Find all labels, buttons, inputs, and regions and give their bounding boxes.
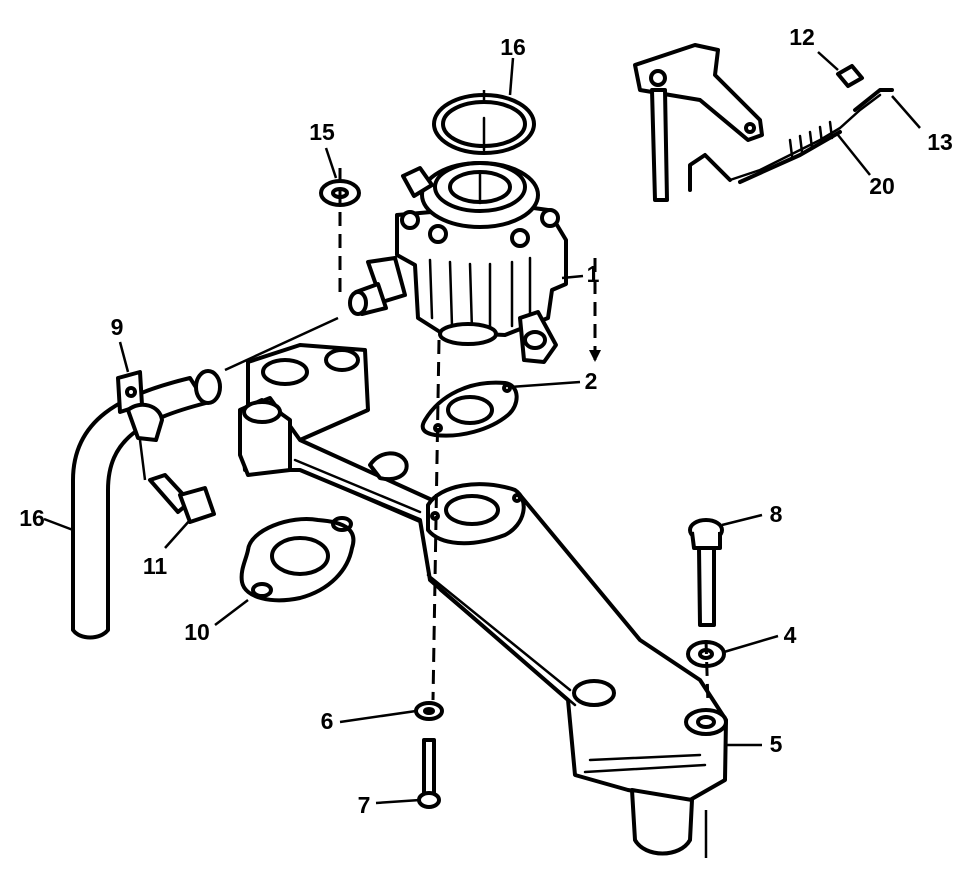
callout-20: 20 — [869, 173, 895, 199]
part-6-washer — [414, 701, 444, 721]
part-11-bolt — [148, 473, 216, 524]
callout-14: 16 — [500, 34, 526, 60]
callout-7: 7 — [358, 792, 371, 818]
callout-2: 2 — [585, 368, 598, 394]
part-16-tube — [71, 369, 222, 640]
callout-1: 1 — [587, 261, 600, 287]
callout-12: 12 — [789, 24, 815, 50]
callout-9: 9 — [111, 314, 124, 340]
part-10-gasket — [239, 516, 356, 603]
part-2-gasket — [420, 380, 519, 438]
assembly-centerlines — [138, 90, 710, 858]
part-7-bolt — [417, 738, 441, 809]
part-1-carburetor — [348, 161, 568, 364]
callout-13: 13 — [927, 129, 953, 155]
callout-11: 11 — [143, 553, 168, 579]
callout-10: 10 — [184, 619, 210, 645]
callout-4: 4 — [784, 622, 797, 648]
part-5-manifold — [238, 343, 728, 856]
callouts: 16 15 1 2 12 13 20 9 16 11 10 8 — [19, 24, 953, 818]
callout-16: 16 — [19, 505, 45, 531]
part-9-clamp — [116, 370, 164, 442]
callout-15: 15 — [309, 119, 335, 145]
callout-5: 5 — [770, 731, 783, 757]
part-14-ring — [432, 93, 536, 155]
part-8-bolt — [688, 518, 724, 627]
linkage-assembly — [633, 43, 894, 202]
callout-8: 8 — [770, 501, 783, 527]
callout-6: 6 — [321, 708, 334, 734]
